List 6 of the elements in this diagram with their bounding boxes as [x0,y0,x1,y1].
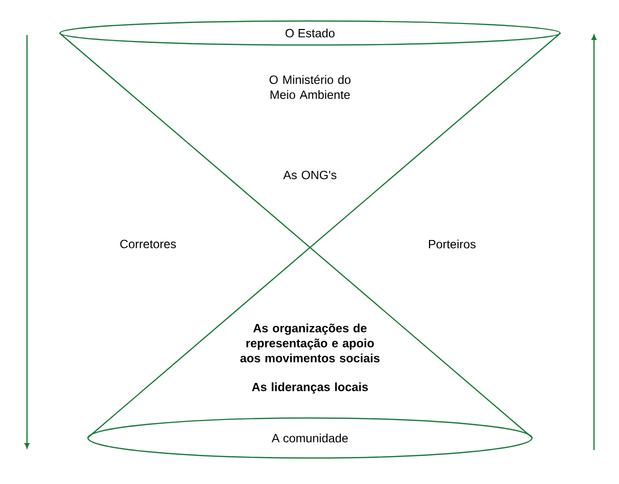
label: As organizações de representação e apoio aos movimentos sociais [240,324,380,362]
label: Corretores [120,240,176,248]
label: As ONG's [283,170,336,180]
label: Porteiros [428,240,476,248]
label: O Ministério do Meio Ambiente [270,75,350,99]
label: As lideranças locais [252,382,368,394]
